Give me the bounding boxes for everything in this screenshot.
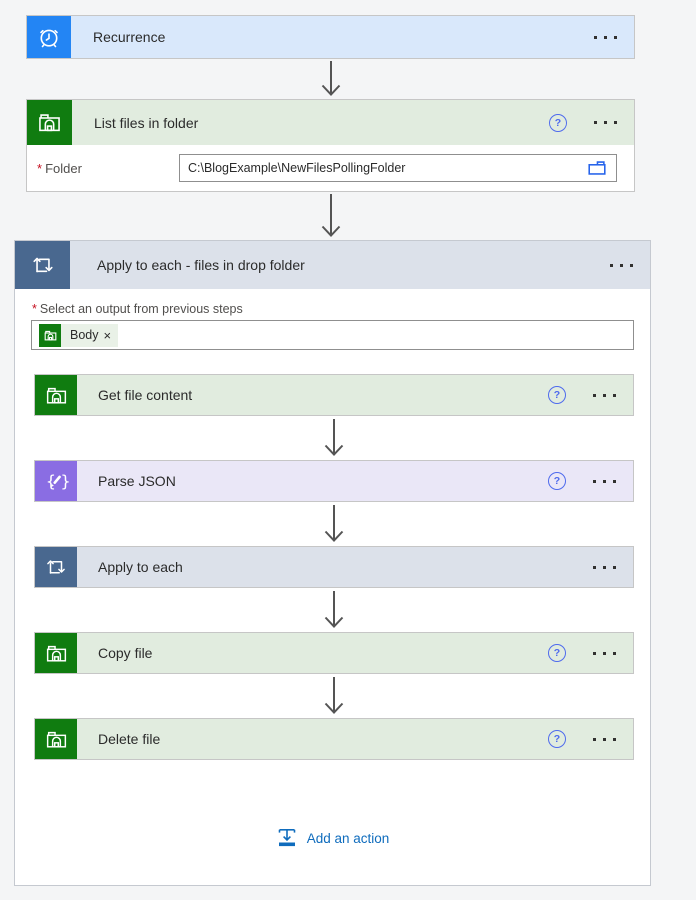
body-token[interactable]: Body × (39, 323, 119, 347)
file-system-folder-icon (35, 633, 77, 673)
list-files-header[interactable]: List files in folder ? (27, 100, 634, 145)
card-title: Apply to each - files in drop folder (97, 257, 305, 273)
get-file-content-card[interactable]: Get file content ? (34, 374, 634, 416)
help-icon[interactable]: ? (548, 472, 566, 490)
remove-token-icon[interactable]: × (103, 327, 112, 343)
recurrence-trigger-card[interactable]: Recurrence (26, 15, 635, 59)
more-menu-icon[interactable] (594, 35, 617, 39)
list-files-parameters: *Folder C:\BlogExample\NewFilesPollingFo… (27, 145, 634, 191)
delete-file-card[interactable]: Delete file ? (34, 718, 634, 760)
recurrence-clock-icon (27, 16, 71, 58)
apply-to-each-inner-card[interactable]: Apply to each (34, 546, 634, 588)
file-system-folder-icon (35, 719, 77, 759)
more-menu-icon[interactable] (610, 263, 633, 267)
card-title: Apply to each (98, 559, 183, 575)
card-title: List files in folder (94, 114, 199, 131)
help-icon[interactable]: ? (548, 730, 566, 748)
file-system-folder-icon (35, 375, 77, 415)
copy-file-card[interactable]: Copy file ? (34, 632, 634, 674)
connector-arrow (34, 588, 634, 632)
help-icon[interactable]: ? (548, 386, 566, 404)
card-title: Get file content (98, 387, 193, 403)
more-menu-icon[interactable] (593, 651, 616, 655)
card-title: Delete file (98, 731, 161, 747)
required-asterisk: * (37, 160, 43, 176)
loop-icon (35, 547, 77, 587)
parse-json-braces-icon: { } (35, 461, 77, 501)
folder-param-label: *Folder (37, 160, 82, 176)
more-menu-icon[interactable] (593, 393, 616, 397)
token-label: Body (70, 328, 99, 342)
add-action-button[interactable]: Add an action (31, 827, 634, 849)
parse-json-card[interactable]: { } Parse JSON ? (34, 460, 634, 502)
connector-arrow (34, 674, 634, 718)
folder-picker-icon[interactable] (586, 157, 608, 179)
more-menu-icon[interactable] (593, 737, 616, 741)
card-title: Recurrence (93, 29, 166, 45)
svg-text:{: { (46, 471, 56, 490)
connector-arrow (34, 502, 634, 546)
file-system-folder-icon (39, 323, 61, 347)
help-icon[interactable]: ? (549, 113, 567, 132)
help-icon[interactable]: ? (548, 644, 566, 662)
connector-arrow (34, 416, 634, 460)
folder-input[interactable]: C:\BlogExample\NewFilesPollingFolder (179, 154, 617, 182)
more-menu-icon[interactable] (593, 479, 616, 483)
card-title: Copy file (98, 645, 153, 661)
apply-to-each-header[interactable]: Apply to each - files in drop folder (15, 241, 650, 289)
more-menu-icon[interactable] (594, 121, 617, 124)
more-menu-icon[interactable] (593, 565, 616, 569)
required-asterisk: * (32, 302, 37, 316)
file-system-folder-icon (27, 100, 72, 145)
list-files-card: List files in folder ? *Folder C:\BlogEx… (26, 99, 635, 192)
add-action-icon (276, 827, 298, 849)
apply-to-each-scope: Apply to each - files in drop folder *Se… (14, 240, 651, 886)
svg-text:}: } (60, 471, 69, 490)
select-output-input[interactable]: Body × (31, 320, 634, 350)
add-action-label: Add an action (306, 830, 390, 846)
apply-to-each-body: *Select an output from previous steps Bo… (15, 289, 650, 849)
folder-input-value: C:\BlogExample\NewFilesPollingFolder (188, 161, 406, 175)
connector-arrow (26, 191, 635, 240)
card-title: Parse JSON (98, 473, 176, 489)
select-output-label: *Select an output from previous steps (32, 302, 243, 316)
loop-icon (15, 241, 70, 289)
connector-arrow (26, 59, 635, 99)
